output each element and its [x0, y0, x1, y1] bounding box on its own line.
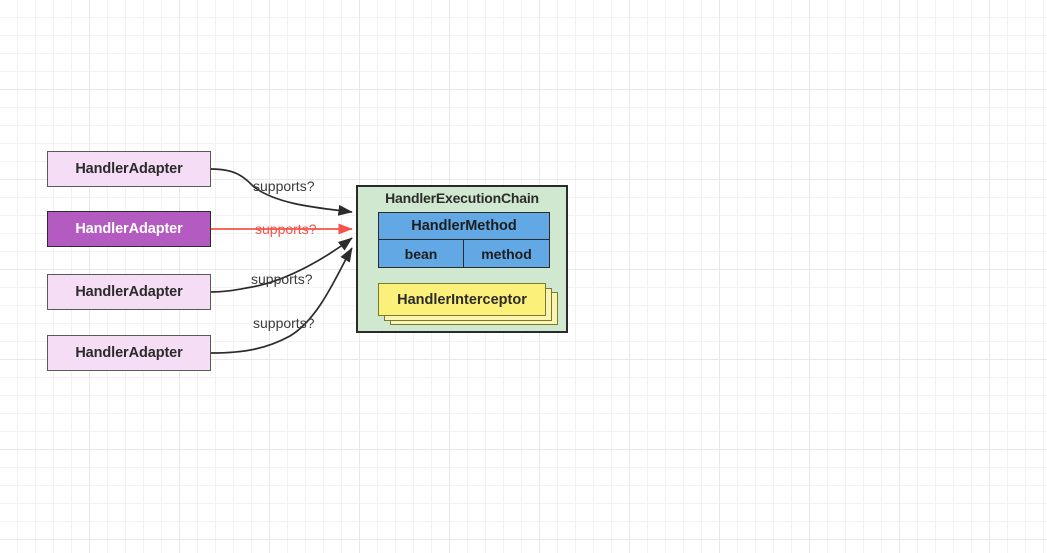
node-handler-method[interactable]: HandlerMethod bean method — [378, 212, 550, 268]
node-label: HandlerAdapter — [75, 161, 183, 177]
node-handler-execution-chain[interactable]: HandlerExecutionChain HandlerMethod bean… — [356, 185, 568, 333]
node-handler-adapter-2-selected[interactable]: HandlerAdapter — [47, 211, 211, 247]
edge-4-path — [210, 247, 353, 354]
handler-method-fields: bean method — [379, 240, 549, 267]
edge-label-supports-3: supports? — [251, 271, 313, 287]
handler-method-field-method: method — [481, 245, 532, 262]
node-label: HandlerAdapter — [75, 345, 183, 361]
handler-method-field-bean: bean — [379, 240, 464, 267]
interceptor-label: HandlerInterceptor — [397, 291, 527, 308]
edge-label-supports-1: supports? — [253, 178, 315, 194]
chain-title: HandlerExecutionChain — [385, 190, 539, 206]
node-handler-interceptor[interactable]: HandlerInterceptor — [378, 283, 546, 316]
node-handler-adapter-4[interactable]: HandlerAdapter — [47, 335, 211, 371]
node-handler-adapter-1[interactable]: HandlerAdapter — [47, 151, 211, 187]
node-label: HandlerAdapter — [75, 221, 183, 237]
handler-method-title: HandlerMethod — [379, 213, 549, 240]
node-handler-adapter-3[interactable]: HandlerAdapter — [47, 274, 211, 310]
node-label: HandlerAdapter — [75, 284, 183, 300]
edge-label-supports-2-highlighted: supports? — [255, 221, 317, 237]
node-handler-interceptor-stack[interactable]: HandlerInterceptor — [378, 283, 558, 325]
edge-label-supports-4: supports? — [253, 315, 315, 331]
